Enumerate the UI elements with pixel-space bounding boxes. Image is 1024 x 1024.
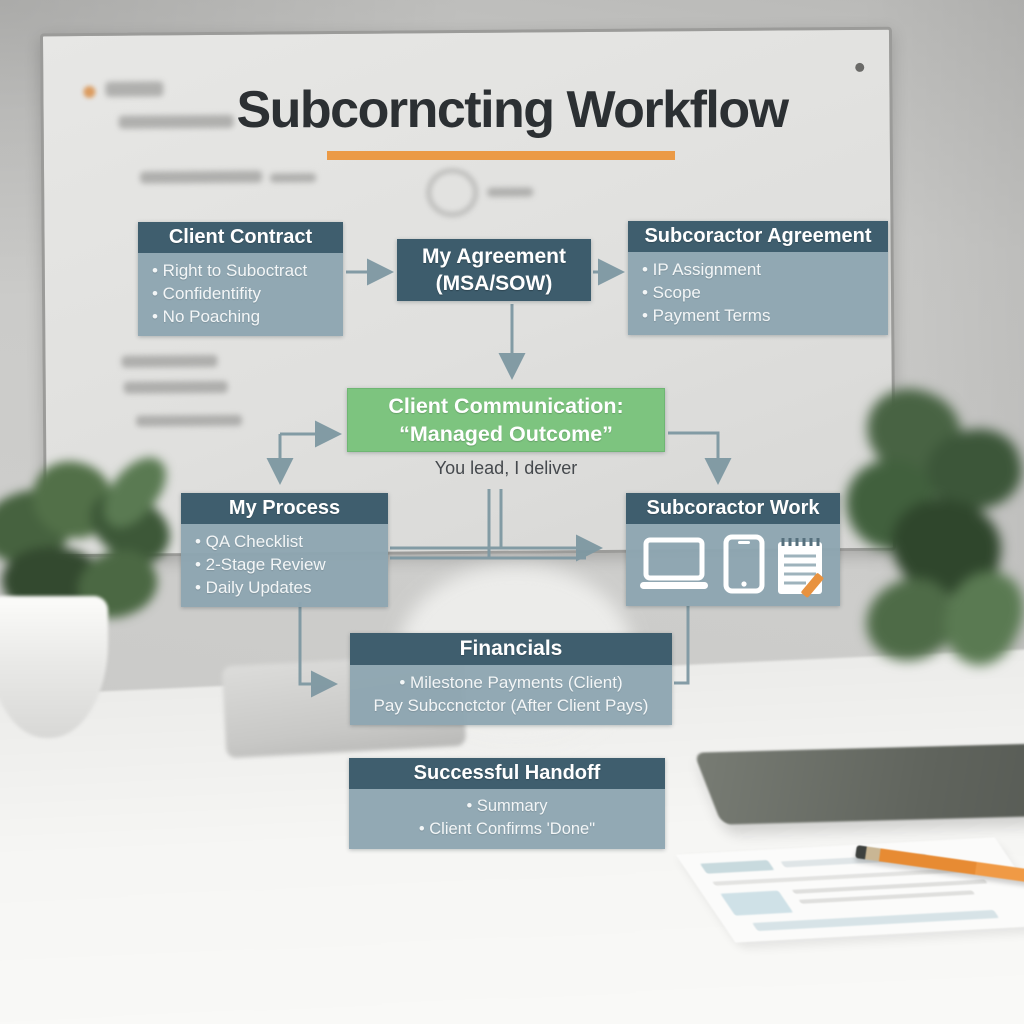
node-client-communication: Client Communication: “Managed Outcome” bbox=[347, 388, 665, 452]
node-line: My Agreement bbox=[422, 245, 566, 268]
node-header: My Process bbox=[181, 493, 388, 524]
bullet-item: • Daily Updates bbox=[195, 578, 312, 597]
node-line: “Managed Outcome” bbox=[399, 422, 613, 446]
node-financials: Financials • Milestone Payments (Client)… bbox=[350, 633, 672, 725]
laptop-icon bbox=[640, 537, 708, 589]
node-subcontractor-agreement: Subcoractor Agreement • IP Assignment • … bbox=[628, 221, 888, 335]
handoff-line: • Client Confirms 'Done" bbox=[418, 820, 596, 838]
bullet-item: • IP Assignment bbox=[642, 260, 762, 279]
node-subcontractor-work: Subcoractor Work bbox=[626, 493, 840, 606]
node-successful-handoff: Successful Handoff • Summary • Client Co… bbox=[349, 758, 665, 849]
financials-line: Pay Subccnctctor (After Client Pays) bbox=[373, 696, 649, 715]
node-body: • Right to Suboctract • Confidentifity •… bbox=[138, 253, 343, 336]
node-header: Subcoractor Agreement bbox=[628, 221, 888, 252]
device-icons-svg bbox=[640, 534, 824, 598]
title-underline bbox=[327, 151, 675, 160]
tablet-icon bbox=[723, 534, 765, 594]
bullet-item: • QA Checklist bbox=[195, 532, 303, 551]
financials-line: • Milestone Payments (Client) bbox=[399, 673, 623, 692]
bullet-item: • Confidentifity bbox=[152, 284, 261, 303]
node-client-contract: Client Contract • Right to Suboctract • … bbox=[138, 222, 343, 336]
bullet-item: • Payment Terms bbox=[642, 306, 771, 325]
node-header: Successful Handoff bbox=[349, 758, 665, 789]
node-header: Client Contract bbox=[138, 222, 343, 253]
node-my-process: My Process • QA Checklist • 2-Stage Revi… bbox=[181, 493, 388, 607]
node-body: • QA Checklist • 2-Stage Review • Daily … bbox=[181, 524, 388, 607]
page-title: Subcorncting Workflow bbox=[236, 81, 789, 139]
handoff-line: • Summary bbox=[466, 797, 548, 815]
node-body: • Milestone Payments (Client) Pay Subccn… bbox=[350, 665, 672, 725]
bullet-item: • 2-Stage Review bbox=[195, 555, 326, 574]
node-header: Subcoractor Work bbox=[626, 493, 840, 524]
right-plant-leaves bbox=[846, 376, 1024, 685]
node-body: • Summary • Client Confirms 'Done" bbox=[349, 789, 665, 849]
node-line: Client Communication: bbox=[388, 394, 624, 418]
notepad-pencil-icon bbox=[778, 538, 824, 598]
node-body: • IP Assignment • Scope • Payment Terms bbox=[628, 252, 888, 335]
bullet-item: • Scope bbox=[642, 283, 701, 302]
node-line: (MSA/SOW) bbox=[435, 272, 553, 295]
communication-subtitle: You lead, I deliver bbox=[434, 458, 578, 478]
bullet-item: • No Poaching bbox=[152, 307, 261, 326]
node-header: Financials bbox=[350, 633, 672, 665]
node-my-agreement: My Agreement (MSA/SOW) bbox=[397, 239, 591, 301]
device-icons bbox=[626, 524, 840, 606]
bullet-item: • Right to Suboctract bbox=[152, 261, 308, 280]
